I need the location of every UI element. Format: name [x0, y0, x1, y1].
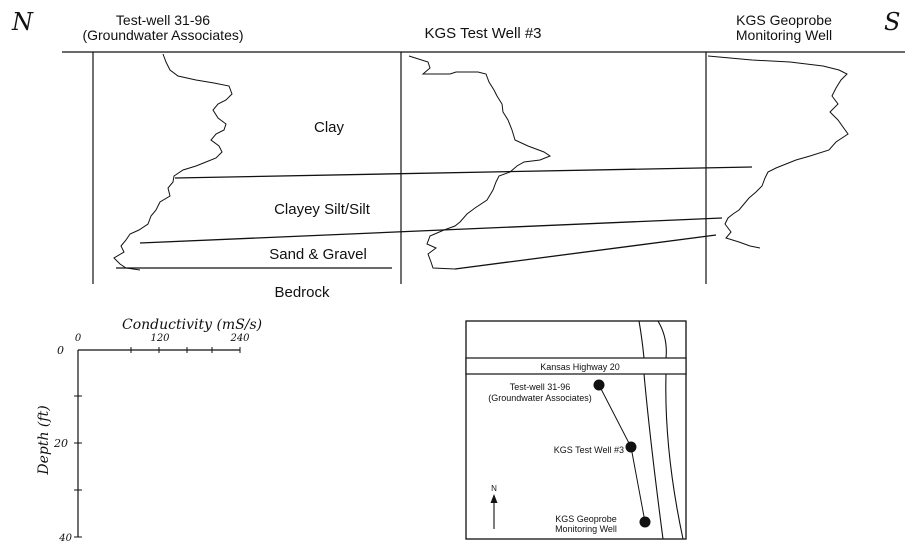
map-stream-bank-west — [638, 320, 664, 540]
map-site3-marker — [639, 516, 651, 528]
clay-silt-boundary — [174, 166, 753, 179]
scale-x-tick-120: 120 — [150, 333, 170, 344]
scale-x-tick-240: 240 — [229, 333, 250, 344]
map-highway-label: Kansas Highway 20 — [540, 362, 620, 372]
layer-sand-gravel-label: Sand & Gravel — [269, 246, 367, 263]
well3-subtitle: Monitoring Well — [736, 27, 832, 43]
silt-sand-boundary — [139, 217, 723, 244]
well1-subtitle: (Groundwater Associates) — [82, 27, 243, 43]
well1-title: Test-well 31-96 — [116, 12, 210, 28]
map-north-label: N — [491, 484, 497, 493]
scale-key: Conductivity (mS/s) 0 120 240 0 20 40 De… — [36, 317, 262, 544]
map-site3-sublabel: Monitoring Well — [555, 524, 617, 534]
map-site3-label: KGS Geoprobe — [555, 514, 617, 524]
well1-conductivity-log — [113, 53, 233, 271]
scale-y-title: Depth (ft) — [36, 405, 52, 475]
map-site1-sublabel: (Groundwater Associates) — [488, 393, 592, 403]
layer-bedrock-label: Bedrock — [274, 284, 330, 301]
south-label: S — [884, 8, 900, 36]
scale-x-tick-0: 0 — [75, 333, 82, 344]
scale-y-tick-0: 0 — [57, 344, 64, 357]
map-site2-label: KGS Test Well #3 — [554, 445, 624, 455]
map-north-arrow-icon — [490, 494, 498, 503]
map-site2-marker — [625, 441, 637, 453]
map-highway — [465, 357, 687, 375]
map-site1-marker — [593, 379, 605, 391]
well3-title: KGS Geoprobe — [736, 12, 832, 28]
scale-y-tick-40: 40 — [58, 533, 72, 544]
bedrock-boundary-right — [454, 234, 717, 270]
map-frame — [465, 320, 687, 540]
layer-silt-label: Clayey Silt/Silt — [274, 201, 371, 218]
well2-conductivity-log — [408, 55, 552, 270]
well2-title: KGS Test Well #3 — [425, 25, 542, 42]
well3-conductivity-log — [707, 55, 849, 249]
scale-x-title: Conductivity (mS/s) — [122, 317, 262, 333]
scale-y-tick-20: 20 — [53, 437, 68, 450]
north-label: N — [11, 8, 34, 36]
location-map: Kansas Highway 20 Test-well 31-96 (Groun… — [465, 320, 687, 540]
layer-clay-label: Clay — [314, 119, 345, 136]
map-stream-bank-east — [657, 320, 684, 540]
map-site1-label: Test-well 31-96 — [510, 382, 571, 392]
